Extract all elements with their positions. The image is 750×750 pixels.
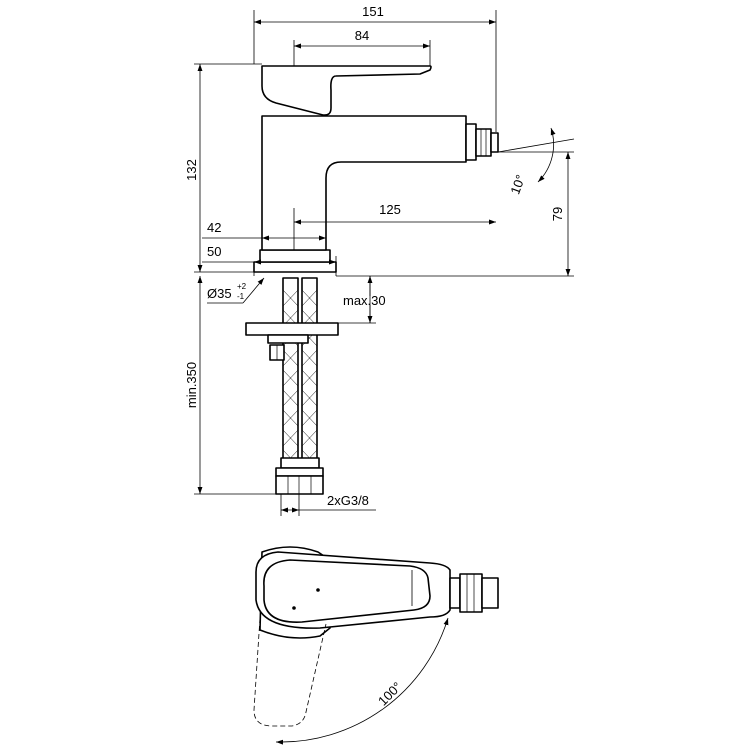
base-rosette [259, 249, 331, 263]
side-view-dimensions: 151 84 132 125 42 50 10° 79 [184, 4, 575, 516]
side-view [245, 65, 499, 495]
mounting-fixing [245, 322, 339, 361]
dim-max-thickness: max.30 [343, 293, 386, 308]
dim-lever-rotation: 100° [375, 679, 405, 709]
base-plate [253, 261, 337, 273]
dim-connection: 2xG3/8 [327, 493, 369, 508]
dim-hose-length: min.350 [184, 362, 199, 408]
dim-spout-height: 79 [550, 207, 565, 221]
dim-hole-diameter: Ø35 [207, 286, 232, 301]
lever-handle [261, 65, 432, 116]
top-view: 100° [253, 546, 499, 745]
dim-lever-length: 84 [355, 28, 369, 43]
dim-height: 132 [184, 159, 199, 181]
dim-hole-tolerance-minus: -1 [237, 292, 245, 301]
dim-base-42: 42 [207, 220, 221, 235]
hoses [282, 277, 318, 467]
dim-overall-width: 151 [362, 4, 384, 19]
dim-spout-angle: 10° [507, 173, 528, 197]
faucet-body [261, 115, 467, 251]
hose-connectors [275, 457, 324, 495]
dim-hole-tolerance-plus: +2 [237, 282, 247, 291]
dim-base-50: 50 [207, 244, 221, 259]
spout-outlet [465, 123, 499, 161]
dim-spout-reach: 125 [379, 202, 401, 217]
